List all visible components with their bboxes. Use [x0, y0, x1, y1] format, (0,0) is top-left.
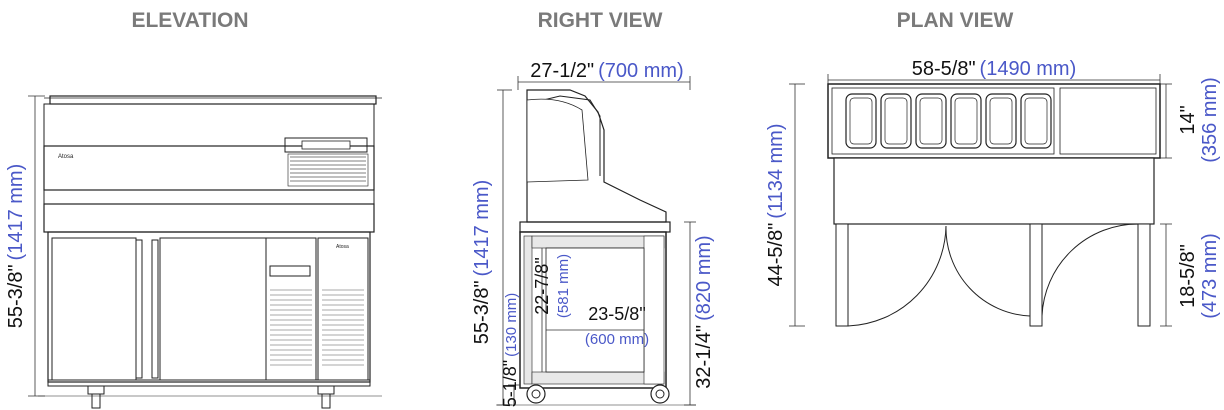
right-width-dimension: 27-1/2"(700 mm): [530, 60, 683, 82]
right-view-title: RIGHT VIEW: [538, 9, 663, 32]
right-interior-height-metric: (581 mm): [555, 254, 572, 318]
right-leg-height-dimension: 5-1/8"(130 mm): [500, 293, 520, 408]
plan-door-swing-dimension: 18-5/8": [1177, 244, 1199, 308]
right-interior-depth-metric: (600 mm): [585, 331, 649, 348]
svg-text:Atosa: Atosa: [336, 244, 349, 250]
plan-door-swing-metric: (473 mm): [1199, 233, 1221, 319]
plan-view-title: PLAN VIEW: [897, 9, 1014, 32]
svg-text:Atosa: Atosa: [58, 154, 74, 160]
elevation-height-dimension: 55-3/8"(1417 mm): [5, 164, 27, 329]
plan-depth-dimension: 44-5/8"(1134 mm): [765, 123, 787, 286]
elevation-drawing: Atosa Atosa: [28, 95, 382, 409]
right-view-drawing: [496, 76, 696, 406]
plan-width-dimension: 58-5/8"(1490 mm): [912, 58, 1077, 80]
right-counter-height-dimension: 32-1/4"(820 mm): [693, 235, 715, 388]
right-interior-height-dimension: 22-7/8": [532, 257, 552, 314]
right-height-dimension: 55-3/8"(1417 mm): [471, 180, 493, 345]
elevation-title: ELEVATION: [131, 9, 248, 32]
right-interior-depth-dimension: 23-5/8": [588, 304, 645, 324]
plan-top-depth-dimension: 14": [1177, 105, 1199, 134]
plan-top-depth-metric: (356 mm): [1199, 77, 1221, 163]
plan-view-drawing: [789, 74, 1172, 327]
